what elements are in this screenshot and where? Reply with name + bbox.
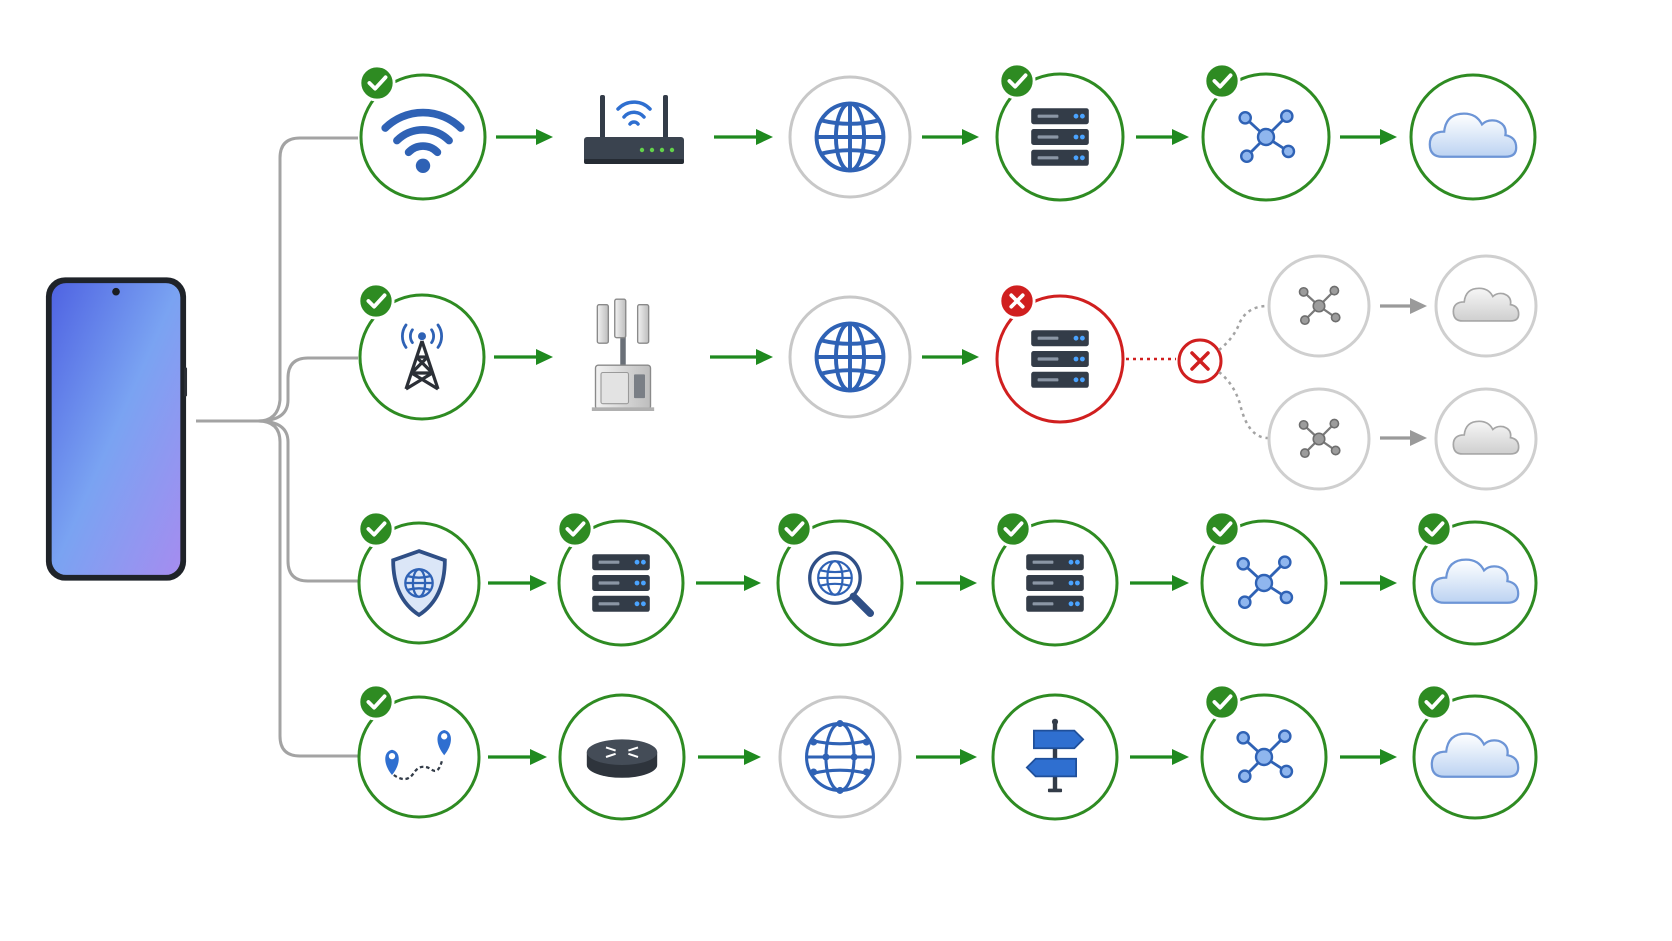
status-ok-icon bbox=[1415, 510, 1453, 548]
wifi-router-icon bbox=[582, 93, 686, 166]
status-ok-icon bbox=[357, 282, 395, 320]
status-ok-icon bbox=[1203, 510, 1241, 548]
arrow bbox=[698, 749, 761, 765]
arrow bbox=[922, 349, 979, 365]
arrow bbox=[916, 749, 977, 765]
arrow bbox=[488, 575, 547, 591]
server-icon bbox=[1026, 554, 1084, 612]
status-ok-icon bbox=[1415, 683, 1453, 721]
unreached-cloud-node[interactable] bbox=[1434, 387, 1538, 491]
server-icon bbox=[1031, 330, 1089, 388]
vpn-shield-node[interactable] bbox=[357, 510, 481, 645]
arrow bbox=[696, 575, 761, 591]
arrow bbox=[1136, 129, 1189, 145]
status-ok-icon bbox=[357, 510, 395, 548]
globe-icon bbox=[814, 321, 886, 393]
cloud-node[interactable] bbox=[1412, 510, 1538, 646]
arrow bbox=[916, 575, 977, 591]
arrow bbox=[1380, 298, 1427, 314]
globe-icon bbox=[814, 101, 886, 173]
network-hub-node[interactable] bbox=[1201, 62, 1331, 202]
wifi-node[interactable] bbox=[358, 64, 487, 201]
arrow bbox=[488, 749, 547, 765]
server-icon bbox=[1031, 108, 1089, 166]
status-ok-icon bbox=[775, 510, 813, 548]
arrow bbox=[1340, 575, 1397, 591]
status-fail-icon bbox=[998, 282, 1036, 320]
path-cellular bbox=[357, 254, 1538, 491]
network-hub-node[interactable] bbox=[1200, 510, 1328, 647]
status-ok-icon bbox=[1203, 62, 1241, 100]
phone-connectors bbox=[196, 136, 358, 758]
server-node-failed[interactable] bbox=[995, 282, 1125, 424]
status-ok-icon bbox=[998, 62, 1036, 100]
base-station-node[interactable] bbox=[591, 298, 655, 412]
globe-node[interactable] bbox=[788, 295, 912, 419]
arrow bbox=[496, 129, 553, 145]
base-station-icon bbox=[591, 298, 655, 412]
arrow bbox=[1340, 129, 1397, 145]
arrow bbox=[1130, 749, 1189, 765]
route-node[interactable] bbox=[357, 683, 481, 819]
path-wifi bbox=[358, 62, 1537, 202]
network-hub-node[interactable] bbox=[1200, 683, 1328, 821]
unreached-link bbox=[1218, 304, 1269, 351]
server-node[interactable] bbox=[991, 510, 1119, 647]
path-vpn bbox=[357, 510, 1538, 647]
server-icon bbox=[592, 554, 650, 612]
router-node[interactable] bbox=[558, 693, 686, 821]
server-node[interactable] bbox=[995, 62, 1125, 202]
globe-search-node[interactable] bbox=[775, 510, 904, 647]
status-ok-icon bbox=[358, 64, 396, 102]
x-circle-icon bbox=[1177, 338, 1223, 384]
unreached-link bbox=[1218, 371, 1269, 440]
server-node[interactable] bbox=[556, 510, 685, 647]
cloud-node[interactable] bbox=[1409, 73, 1537, 201]
mesh-globe-node[interactable] bbox=[778, 695, 902, 819]
unreached-hub-node[interactable] bbox=[1267, 387, 1371, 491]
path-routing bbox=[357, 683, 1538, 821]
smartphone-icon bbox=[45, 277, 188, 581]
status-ok-icon bbox=[556, 510, 594, 548]
arrow bbox=[710, 349, 773, 365]
arrow bbox=[714, 129, 773, 145]
arrow bbox=[922, 129, 979, 145]
arrow bbox=[494, 349, 553, 365]
unreached-hub-node[interactable] bbox=[1267, 254, 1371, 358]
status-ok-icon bbox=[357, 683, 395, 721]
status-ok-icon bbox=[994, 510, 1032, 548]
globe-node[interactable] bbox=[788, 75, 912, 199]
arrow bbox=[1130, 575, 1189, 591]
cell-tower-node[interactable] bbox=[357, 282, 486, 421]
status-ok-icon bbox=[1203, 683, 1241, 721]
arrow bbox=[1340, 749, 1397, 765]
router-icon bbox=[585, 738, 659, 779]
wifi-router-node[interactable] bbox=[582, 93, 686, 166]
cloud-node[interactable] bbox=[1412, 683, 1538, 820]
signpost-node[interactable] bbox=[991, 693, 1119, 821]
arrow bbox=[1380, 430, 1427, 446]
unreached-cloud-node[interactable] bbox=[1434, 254, 1538, 358]
